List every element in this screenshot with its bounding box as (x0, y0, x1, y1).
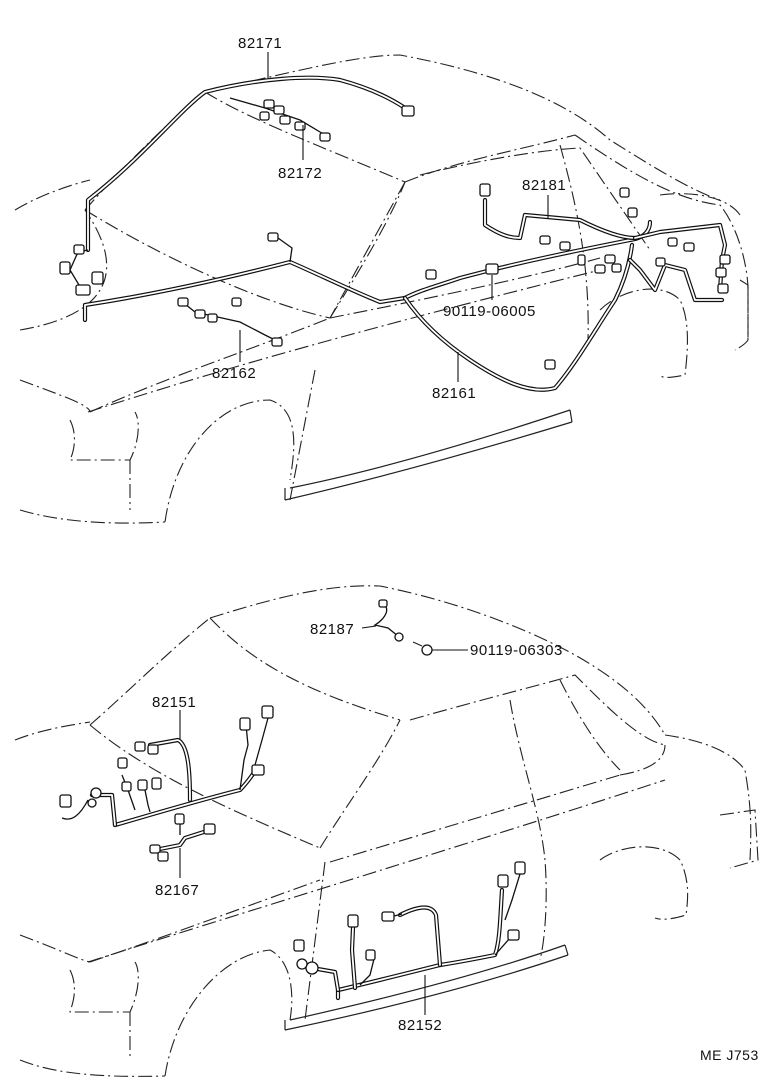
part-label-82172: 82172 (278, 165, 322, 182)
connector (365, 949, 376, 961)
connector (296, 958, 308, 970)
connector (347, 914, 359, 928)
connector (611, 263, 622, 273)
connector (149, 844, 161, 854)
part-label-90119-06303: 90119-06303 (470, 642, 563, 659)
connector (147, 744, 159, 755)
connector (87, 798, 97, 808)
connector (207, 313, 218, 323)
connector (259, 111, 270, 121)
part-label-82181: 82181 (522, 177, 566, 194)
connector (59, 794, 72, 808)
connector (121, 781, 132, 792)
part-label-82187: 82187 (310, 621, 354, 638)
connector (667, 237, 678, 247)
connector (90, 787, 102, 799)
connector (134, 741, 146, 752)
connector (394, 632, 404, 642)
part-label-82167: 82167 (155, 882, 199, 899)
lower-harness-82187 (373, 599, 468, 656)
connector (619, 187, 630, 198)
connector (401, 105, 415, 117)
upper-harness-82171 (85, 75, 415, 253)
connector (157, 851, 169, 862)
connector (683, 242, 695, 252)
upper-car-body (14, 54, 749, 524)
connector (261, 705, 274, 719)
connector (279, 115, 291, 125)
connector (251, 764, 265, 776)
clamp-90119-06005 (485, 263, 499, 275)
lower-harness-82167 (149, 813, 216, 862)
connector (263, 99, 275, 109)
part-label-82171: 82171 (238, 35, 282, 52)
upper-harness-82172 (229, 97, 331, 142)
clip-90119-06303 (412, 641, 468, 656)
connector (267, 232, 279, 242)
connector (544, 359, 556, 370)
lower-harness-82152 (293, 861, 526, 1001)
lower-leader-lines (179, 625, 426, 1015)
part-label-90119-06005: 90119-06005 (443, 303, 536, 320)
connector (271, 337, 283, 347)
connector (719, 254, 731, 265)
connector (231, 297, 242, 307)
connector (174, 813, 185, 825)
connector (194, 309, 206, 319)
connector (497, 874, 509, 888)
connector (604, 254, 616, 264)
connector (559, 241, 571, 251)
part-label-82161: 82161 (432, 385, 476, 402)
connector (73, 244, 85, 255)
connector (273, 105, 285, 115)
upper-harness-82181 (479, 183, 731, 303)
connector (91, 271, 104, 285)
connector (594, 264, 606, 274)
upper-harness-82162 (59, 232, 408, 347)
connector (479, 183, 491, 197)
connector (137, 779, 148, 791)
connector (177, 297, 189, 307)
connector (539, 235, 551, 245)
lower-harness-82151 (59, 705, 274, 828)
connector (627, 207, 638, 218)
figure-code: ME J753 (700, 1047, 759, 1063)
connector (151, 777, 162, 790)
part-label-82151: 82151 (152, 694, 196, 711)
lower-car-body (14, 585, 759, 1077)
connector (59, 261, 71, 275)
upper-part-labels: 82171 82172 82181 90119-06005 82161 8216… (212, 35, 566, 402)
part-label-82162: 82162 (212, 365, 256, 382)
connector (319, 132, 331, 142)
connector (717, 283, 729, 294)
connector (425, 269, 437, 280)
connector (655, 257, 666, 267)
connector (203, 823, 216, 835)
connector (293, 939, 305, 952)
connector (577, 254, 586, 266)
connector (305, 961, 319, 975)
connector (239, 717, 251, 731)
part-label-82152: 82152 (398, 1017, 442, 1034)
connector (75, 284, 91, 296)
connector (514, 861, 526, 875)
connector (715, 267, 727, 278)
connector (378, 599, 388, 608)
connector (507, 929, 520, 941)
lower-part-labels: 82187 90119-06303 82151 82167 82152 (152, 621, 563, 1034)
connector (117, 757, 128, 769)
connector (381, 911, 395, 922)
upper-leader-lines (239, 52, 549, 382)
